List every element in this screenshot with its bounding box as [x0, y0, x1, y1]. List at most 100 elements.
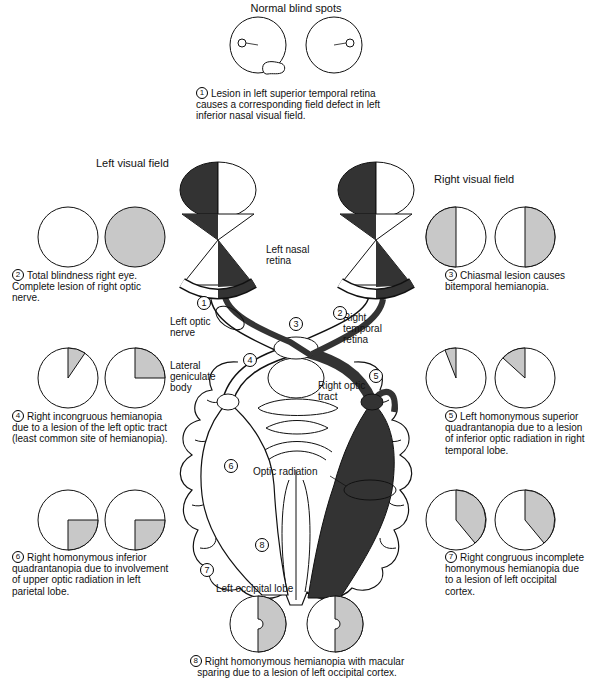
- callout-digit: 4: [247, 355, 252, 365]
- field-label: Right visual field: [434, 173, 514, 185]
- retina-outline: [340, 283, 412, 294]
- light-wedge: [340, 214, 412, 240]
- hypothalamus-outline: [268, 358, 324, 398]
- caption-text-block: Right congruous incomplete homonymous he…: [445, 552, 587, 597]
- field-defect-macular-sparing: [258, 596, 286, 652]
- anatomy-label-block: Lateral geniculate body: [170, 360, 224, 394]
- crossing-nasal-fibres: [225, 297, 312, 356]
- callout-digit: 7: [204, 565, 209, 575]
- callout-number: 1: [196, 87, 208, 99]
- blind-spot-line: [334, 43, 346, 45]
- caption-text: Right homonymous hemianopia with macular…: [197, 656, 404, 678]
- field-defect: [503, 348, 525, 378]
- field-circle: [38, 348, 98, 408]
- callout-number: 3: [445, 269, 457, 281]
- field-circle: [426, 207, 486, 267]
- callout-digit: 5: [449, 411, 453, 420]
- retina-nasal: [340, 283, 376, 294]
- retina-temporal: [376, 283, 412, 294]
- anatomy-label-block: Left nasal retina: [266, 244, 310, 266]
- callout-number: 6: [12, 551, 24, 563]
- radiation-ring: [344, 480, 396, 500]
- right-optic-tract: [306, 352, 372, 402]
- field-circle: [307, 596, 363, 652]
- retina-nasal: [218, 283, 254, 294]
- field-circle: [230, 596, 286, 652]
- anatomy-label: Optic radiation: [253, 466, 317, 477]
- anatomy-label-block: Left optic nerve: [170, 316, 228, 338]
- caption-text: Right homonymous inferior quadrantanopia…: [12, 552, 168, 597]
- heading-label: Normal blind spots: [250, 2, 341, 14]
- callout-number: 5: [369, 369, 383, 383]
- callout-digit: 3: [293, 319, 298, 329]
- left-optic-tract: [228, 352, 286, 400]
- field-label-block: Left visual field: [96, 157, 196, 169]
- callout-number: 4: [243, 353, 257, 367]
- field-defect: [525, 490, 555, 543]
- callout-number: 2: [12, 269, 24, 281]
- callout-number: 8: [190, 655, 202, 667]
- callout-digit: 6: [228, 461, 233, 471]
- blind-spot: [346, 39, 354, 47]
- right-lateral-geniculate: [361, 394, 383, 410]
- field-defect: [525, 207, 555, 267]
- light-wedge-dark: [340, 214, 376, 240]
- field-circle: [105, 348, 165, 408]
- callout-digit: 8: [193, 656, 197, 665]
- retina-outline: [182, 283, 254, 294]
- light-wedge: [182, 214, 254, 240]
- callout-digit: 4: [16, 411, 20, 420]
- midline-fissure: [296, 470, 297, 600]
- caption-text: Right incongruous hemianopia due to a le…: [12, 411, 168, 444]
- caption-text: Right congruous incomplete homonymous he…: [445, 552, 584, 597]
- callout-digit: 7: [449, 552, 453, 561]
- visual-field-light: [218, 162, 256, 218]
- retina-temporal: [182, 283, 218, 294]
- field-defect: [445, 348, 456, 378]
- caption-text: Lesion in left superior temporal retina …: [196, 88, 380, 121]
- midbrain-outline: [266, 421, 328, 435]
- anatomy-label: Left nasal retina: [266, 244, 309, 266]
- caption-text: Chiasmal lesion causes bitemporal hemian…: [445, 270, 565, 292]
- callout-number: 8: [255, 538, 269, 552]
- right-optic-radiation: [308, 402, 394, 598]
- callout-number: 7: [445, 551, 457, 563]
- field-defect: [135, 348, 165, 378]
- uncrossed-temporal-fibres: [312, 299, 383, 354]
- callout-digit: 5: [373, 371, 378, 381]
- field-circle: [426, 348, 486, 408]
- callout-number: 1: [197, 296, 211, 310]
- callout-number: 6: [224, 459, 238, 473]
- field-circle: [105, 490, 165, 550]
- visual-field-light: [376, 162, 414, 218]
- anatomy-label-block: Optic radiation: [253, 466, 333, 477]
- blind-spot: [238, 39, 246, 47]
- anatomy-label: Right optic tract: [318, 380, 365, 402]
- left-optic-tract-outline: [228, 352, 286, 400]
- anatomy-label: Lateral geniculate body: [170, 360, 216, 393]
- occipital-lobe-outline: [303, 480, 310, 592]
- callout-number: 5: [445, 410, 457, 422]
- callout-number: 4: [12, 410, 24, 422]
- anatomy-label-block: Right temporal retina: [343, 312, 393, 346]
- anatomy-label-block: Right optic tract: [318, 380, 372, 402]
- callout-digit: 8: [259, 540, 264, 550]
- field-defect: [68, 520, 98, 550]
- field-defect-macular-sparing: [335, 596, 363, 652]
- anatomy-label: Left optic nerve: [170, 316, 211, 338]
- field-defect: [135, 520, 165, 550]
- callout-digit: 2: [16, 270, 20, 279]
- callout-digit: 6: [16, 552, 20, 561]
- commissure-arc: [262, 442, 332, 461]
- field-circle: [306, 17, 362, 73]
- heading-label-block: Normal blind spots: [236, 2, 356, 14]
- field-circle-blind: [105, 207, 165, 267]
- callout-digit: 1: [201, 298, 206, 308]
- callout-digit: 3: [449, 270, 453, 279]
- caption-text-block: Chiasmal lesion causes bitemporal hemian…: [445, 270, 585, 292]
- caption-text-block: Right homonymous hemianopia with macular…: [184, 656, 410, 678]
- field-circle: [38, 490, 98, 550]
- field-label-block: Right visual field: [434, 173, 544, 185]
- field-circle: [495, 207, 555, 267]
